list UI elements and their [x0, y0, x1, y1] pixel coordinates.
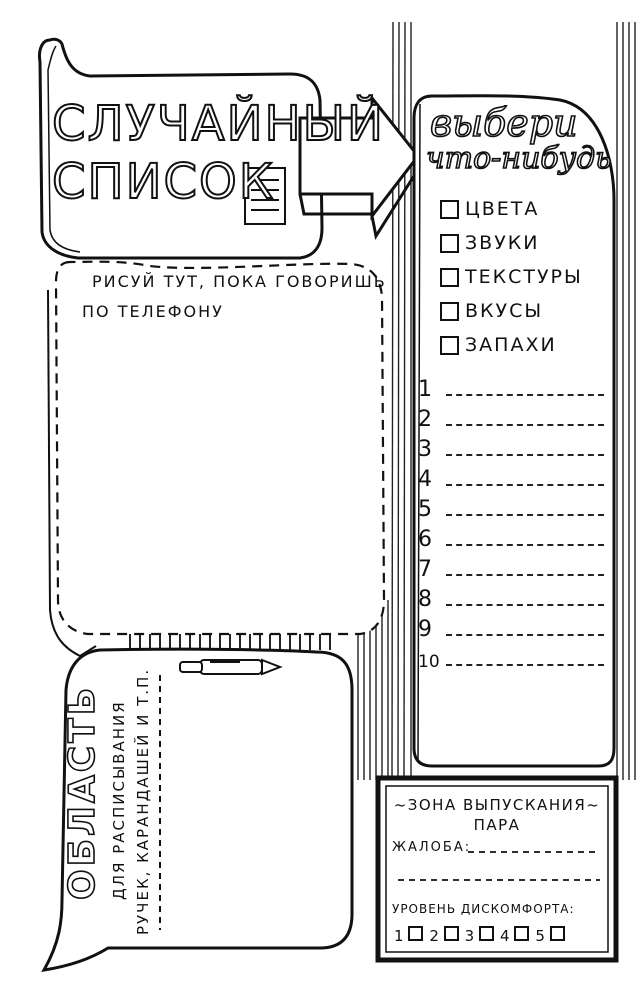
option-tastes[interactable]: ВКУСЫ — [440, 300, 610, 322]
level-1[interactable]: 1 — [394, 926, 424, 945]
list-item[interactable]: 1 — [418, 372, 604, 402]
discomfort-label: УРОВЕНЬ ДИСКОМФОРТА: — [392, 902, 575, 916]
checkbox-icon[interactable] — [440, 199, 459, 219]
option-sounds[interactable]: ЗВУКИ — [440, 232, 610, 254]
checkbox-icon[interactable] — [440, 301, 459, 321]
draw-area[interactable] — [70, 330, 370, 610]
list-item[interactable]: 6 — [418, 522, 604, 552]
complaint-field[interactable] — [468, 836, 600, 882]
page-title-line2: СПИСОК — [51, 154, 275, 210]
level-3[interactable]: 3 — [465, 926, 494, 945]
checkbox-icon[interactable] — [440, 233, 459, 253]
choose-heading-line2: что-нибудь — [425, 141, 612, 176]
complaint-label: ЖАЛОБА: — [392, 840, 472, 855]
options-list: ЦВЕТА ЗВУКИ ТЕКСТУРЫ ВКУСЫ ЗАПАХИ — [440, 198, 610, 356]
list-item[interactable]: 9 — [418, 612, 604, 642]
checkbox-icon[interactable] — [549, 926, 565, 941]
list-item[interactable]: 7 — [418, 552, 604, 582]
level-2[interactable]: 2 — [429, 926, 459, 945]
list-item[interactable]: 4 — [418, 462, 604, 492]
choose-heading-line1: выбери — [429, 101, 578, 145]
pen-area-title: ОБЛАСТЬ — [61, 684, 104, 901]
checkbox-icon[interactable] — [478, 926, 494, 941]
checkbox-icon[interactable] — [440, 335, 459, 355]
checkbox-icon[interactable] — [514, 926, 530, 941]
pen-scribble-area[interactable] — [170, 690, 345, 940]
pen-area-caption-line1: ДЛЯ РАСПИСЫВАНИЯ — [110, 700, 128, 900]
draw-area-caption-line1: РИСУЙ ТУТ, ПОКА ГОВОРИШЬ — [92, 272, 387, 291]
pen-area-caption-line2: РУЧЕК, КАРАНДАШЕЙ И Т.П. — [134, 667, 152, 935]
steam-zone-title-line1: ~ЗОНА ВЫПУСКАНИЯ~ — [393, 796, 601, 814]
level-4[interactable]: 4 — [500, 926, 530, 945]
numbered-list: 1 2 3 4 5 6 7 8 9 10 — [418, 372, 604, 672]
checkbox-icon[interactable] — [443, 926, 459, 941]
list-item[interactable]: 3 — [418, 432, 604, 462]
list-item[interactable]: 10 — [418, 642, 604, 672]
option-smells[interactable]: ЗАПАХИ — [440, 334, 610, 356]
discomfort-levels: 1 2 3 4 5 — [394, 926, 565, 945]
steam-zone-title-line2: ПАРА — [473, 816, 521, 834]
list-item[interactable]: 5 — [418, 492, 604, 522]
list-item[interactable]: 2 — [418, 402, 604, 432]
draw-area-caption-line2: ПО ТЕЛЕФОНУ — [82, 302, 224, 321]
checkbox-icon[interactable] — [408, 926, 424, 941]
option-colors[interactable]: ЦВЕТА — [440, 198, 610, 220]
checkbox-icon[interactable] — [440, 267, 459, 287]
page-title-line1: СЛУЧАЙНЫЙ — [51, 96, 385, 152]
level-5[interactable]: 5 — [535, 926, 565, 945]
option-textures[interactable]: ТЕКСТУРЫ — [440, 266, 610, 288]
list-item[interactable]: 8 — [418, 582, 604, 612]
